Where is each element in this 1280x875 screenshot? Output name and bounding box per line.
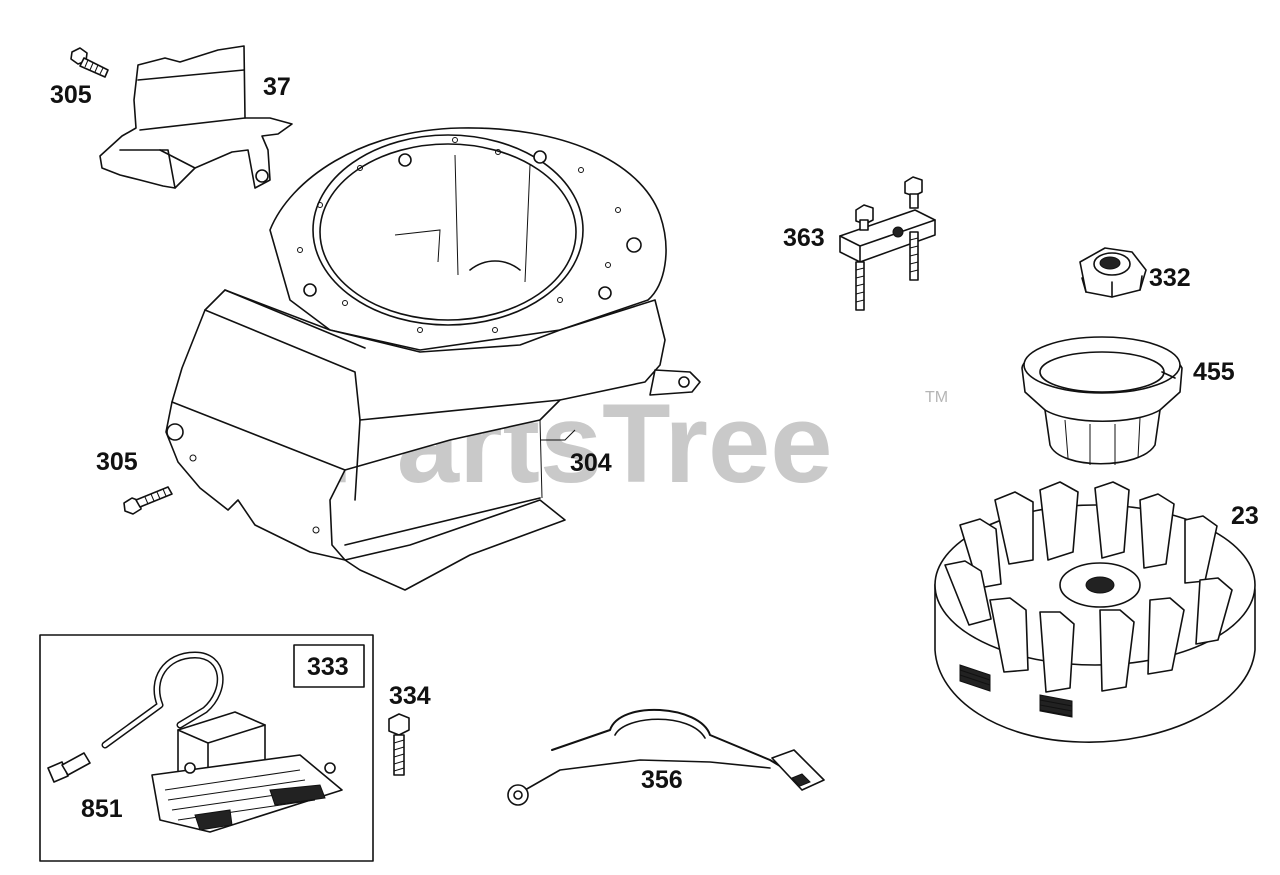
callout-363: 363 xyxy=(783,224,825,252)
callout-334: 334 xyxy=(389,682,431,710)
part-356-ground-wire[interactable] xyxy=(507,709,825,806)
part-332-nut[interactable] xyxy=(1079,247,1147,298)
callout-332: 332 xyxy=(1149,264,1191,292)
callout-305-left: 305 xyxy=(96,448,138,476)
callout-356: 356 xyxy=(641,766,683,794)
inset-label-box xyxy=(293,644,365,688)
callout-labels: 305 37 363 332 455 305 304 23 333 334 35… xyxy=(50,73,1259,823)
part-363-bracket[interactable] xyxy=(839,176,936,311)
part-37-deflector[interactable] xyxy=(99,45,293,189)
part-304-blower-housing[interactable] xyxy=(165,127,701,591)
callout-851: 851 xyxy=(81,795,123,823)
part-305-top-screw[interactable] xyxy=(70,47,109,78)
watermark-trademark: TM xyxy=(925,389,948,406)
part-455-starter-cup[interactable] xyxy=(1021,336,1183,465)
callout-455: 455 xyxy=(1193,358,1235,386)
callout-304: 304 xyxy=(570,449,612,477)
part-305-left-screw[interactable] xyxy=(123,486,173,515)
part-333-inset[interactable] xyxy=(39,634,374,862)
part-23-flywheel[interactable] xyxy=(934,481,1256,743)
callout-333: 333 xyxy=(307,653,349,681)
part-334-bolt[interactable] xyxy=(388,713,410,776)
callout-305-top: 305 xyxy=(50,81,92,109)
callout-23: 23 xyxy=(1231,502,1259,530)
callout-37: 37 xyxy=(263,73,291,101)
